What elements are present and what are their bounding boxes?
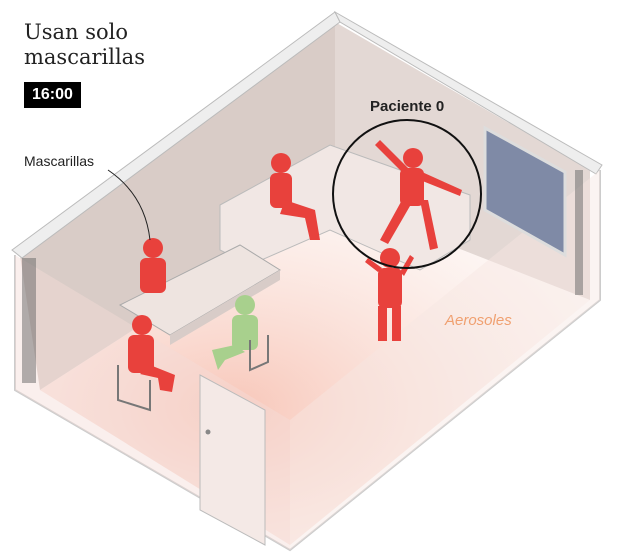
door xyxy=(199,374,266,546)
time-badge: 16:00 xyxy=(24,82,81,108)
masks-label: Mascarillas xyxy=(24,153,95,169)
person-healthy xyxy=(212,295,258,370)
aerosols-label: Aerosoles xyxy=(445,312,512,329)
person-table-front xyxy=(128,315,175,392)
wall-top-right xyxy=(333,10,603,175)
window xyxy=(483,125,567,258)
patient-zero-circle xyxy=(332,119,482,269)
floor xyxy=(40,200,590,545)
patient-zero-label: Paciente 0 xyxy=(370,98,445,115)
person-table-back xyxy=(140,238,166,293)
page-title: Usan solo mascarillas xyxy=(24,20,145,69)
chairs xyxy=(117,335,269,412)
front-wall-edge xyxy=(14,170,601,552)
masks-leader-line xyxy=(107,169,151,241)
person-standing xyxy=(365,248,414,341)
person-patient-zero xyxy=(375,140,462,250)
person-sofa xyxy=(270,153,320,240)
front-right-wall xyxy=(290,170,600,550)
back-left-wall xyxy=(20,22,335,390)
